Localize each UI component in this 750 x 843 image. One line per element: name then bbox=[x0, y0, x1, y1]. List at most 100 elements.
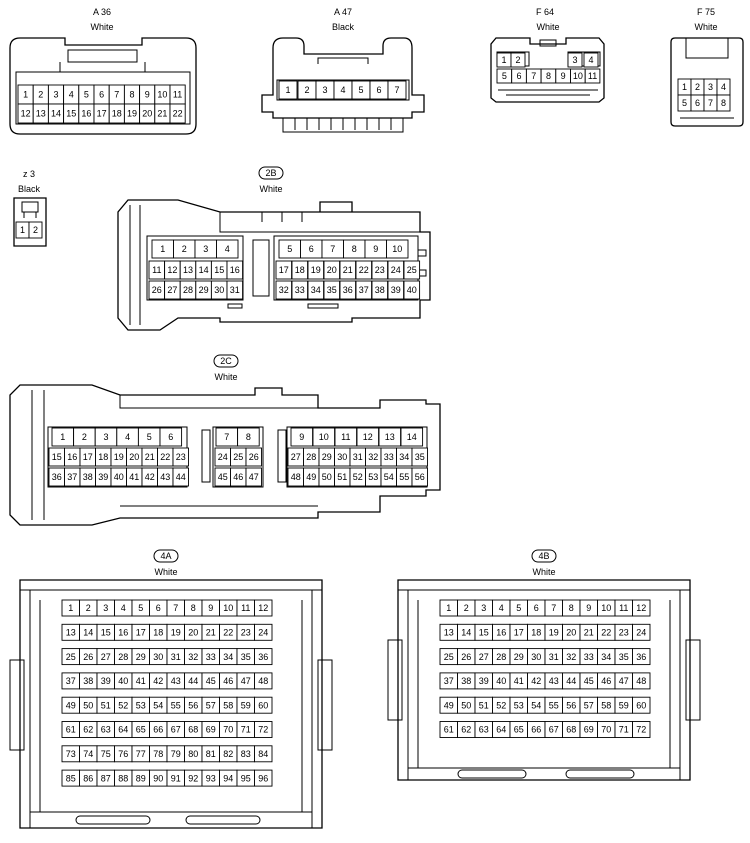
pin-number: 2 bbox=[38, 90, 43, 100]
pin-number: 7 bbox=[551, 603, 556, 613]
pin-number: 45 bbox=[584, 676, 594, 686]
pin-number: 86 bbox=[83, 773, 93, 783]
pin-number: 68 bbox=[566, 725, 576, 735]
pin-number: 49 bbox=[306, 472, 316, 482]
pin-cell bbox=[386, 239, 409, 259]
connector-z3-id: z 3 bbox=[23, 169, 35, 179]
pin-number: 4 bbox=[499, 603, 504, 613]
pin-number: 3 bbox=[103, 603, 108, 613]
pin-cell bbox=[632, 599, 651, 617]
pin-number: 47 bbox=[241, 676, 251, 686]
pin-number: 18 bbox=[98, 452, 108, 462]
pin-number: 36 bbox=[636, 652, 646, 662]
pin-number: 70 bbox=[223, 725, 233, 735]
pin-number: 31 bbox=[230, 285, 240, 295]
pin-number: 16 bbox=[496, 628, 506, 638]
pin-number: 22 bbox=[359, 265, 369, 275]
pin-number: 23 bbox=[241, 628, 251, 638]
pin-number: 61 bbox=[66, 725, 76, 735]
pin-number: 26 bbox=[83, 652, 93, 662]
pin-cell bbox=[632, 672, 651, 690]
pin-number: 91 bbox=[171, 773, 181, 783]
pin-cell bbox=[400, 427, 424, 447]
pin-number: 75 bbox=[101, 749, 111, 759]
pin-number: 34 bbox=[399, 452, 409, 462]
pin-number: 7 bbox=[708, 98, 713, 108]
pin-number: 11 bbox=[241, 603, 250, 613]
pin-number: 48 bbox=[258, 676, 268, 686]
pin-number: 5 bbox=[682, 98, 687, 108]
pin-number: 43 bbox=[549, 676, 559, 686]
pin-number: 90 bbox=[153, 773, 163, 783]
pin-number: 56 bbox=[566, 700, 576, 710]
pin-number: 44 bbox=[566, 676, 576, 686]
pin-number: 18 bbox=[531, 628, 541, 638]
pin-number: 66 bbox=[153, 725, 163, 735]
pin-number: 9 bbox=[299, 432, 304, 442]
pin-number: 11 bbox=[619, 603, 628, 613]
pin-number: 57 bbox=[206, 700, 216, 710]
pin-number: 37 bbox=[444, 676, 454, 686]
pin-number: 6 bbox=[309, 244, 314, 254]
pin-number: 24 bbox=[258, 628, 268, 638]
pin-number: 46 bbox=[601, 676, 611, 686]
pin-number: 15 bbox=[52, 452, 62, 462]
pin-number: 7 bbox=[330, 244, 335, 254]
pin-number: 1 bbox=[160, 244, 165, 254]
pin-number: 47 bbox=[249, 472, 259, 482]
pin-number: 69 bbox=[584, 725, 594, 735]
pin-cell bbox=[254, 599, 273, 617]
pin-number: 32 bbox=[188, 652, 198, 662]
connector-4b-id: 4B bbox=[538, 551, 549, 561]
pin-number: 50 bbox=[83, 700, 93, 710]
pin-number: 88 bbox=[118, 773, 128, 783]
pin-number: 1 bbox=[501, 55, 506, 65]
pin-number: 34 bbox=[223, 652, 233, 662]
pin-number: 35 bbox=[619, 652, 629, 662]
pin-number: 78 bbox=[153, 749, 163, 759]
pin-cell bbox=[226, 260, 244, 280]
pin-number: 39 bbox=[391, 285, 401, 295]
pin-number: 30 bbox=[337, 452, 347, 462]
pin-number: 55 bbox=[171, 700, 181, 710]
pin-number: 11 bbox=[341, 432, 350, 442]
pin-number: 43 bbox=[160, 472, 170, 482]
pin-number: 10 bbox=[223, 603, 233, 613]
pin-number: 51 bbox=[479, 700, 489, 710]
pin-number: 30 bbox=[214, 285, 224, 295]
pin-number: 28 bbox=[496, 652, 506, 662]
pin-number: 34 bbox=[601, 652, 611, 662]
pin-number: 12 bbox=[258, 603, 268, 613]
pin-number: 10 bbox=[601, 603, 611, 613]
pin-number: 39 bbox=[101, 676, 111, 686]
pin-number: 42 bbox=[153, 676, 163, 686]
pin-number: 17 bbox=[279, 265, 289, 275]
pin-number: 14 bbox=[199, 265, 209, 275]
pin-number: 1 bbox=[68, 603, 73, 613]
pin-number: 4 bbox=[340, 85, 345, 95]
pin-number: 4 bbox=[721, 82, 726, 92]
pin-cell bbox=[226, 280, 244, 300]
pin-number: 22 bbox=[173, 109, 183, 119]
pin-number: 59 bbox=[241, 700, 251, 710]
pin-number: 25 bbox=[233, 452, 243, 462]
pin-cell bbox=[254, 648, 273, 666]
pin-number: 62 bbox=[83, 725, 93, 735]
pin-number: 26 bbox=[461, 652, 471, 662]
pin-number: 5 bbox=[84, 90, 89, 100]
pin-number: 29 bbox=[199, 285, 209, 295]
connector-z3-color: Black bbox=[18, 184, 41, 194]
pin-number: 76 bbox=[118, 749, 128, 759]
pin-number: 59 bbox=[619, 700, 629, 710]
pin-number: 26 bbox=[249, 452, 259, 462]
pin-number: 4 bbox=[69, 90, 74, 100]
pin-number: 33 bbox=[295, 285, 305, 295]
pin-number: 6 bbox=[156, 603, 161, 613]
pin-number: 3 bbox=[708, 82, 713, 92]
